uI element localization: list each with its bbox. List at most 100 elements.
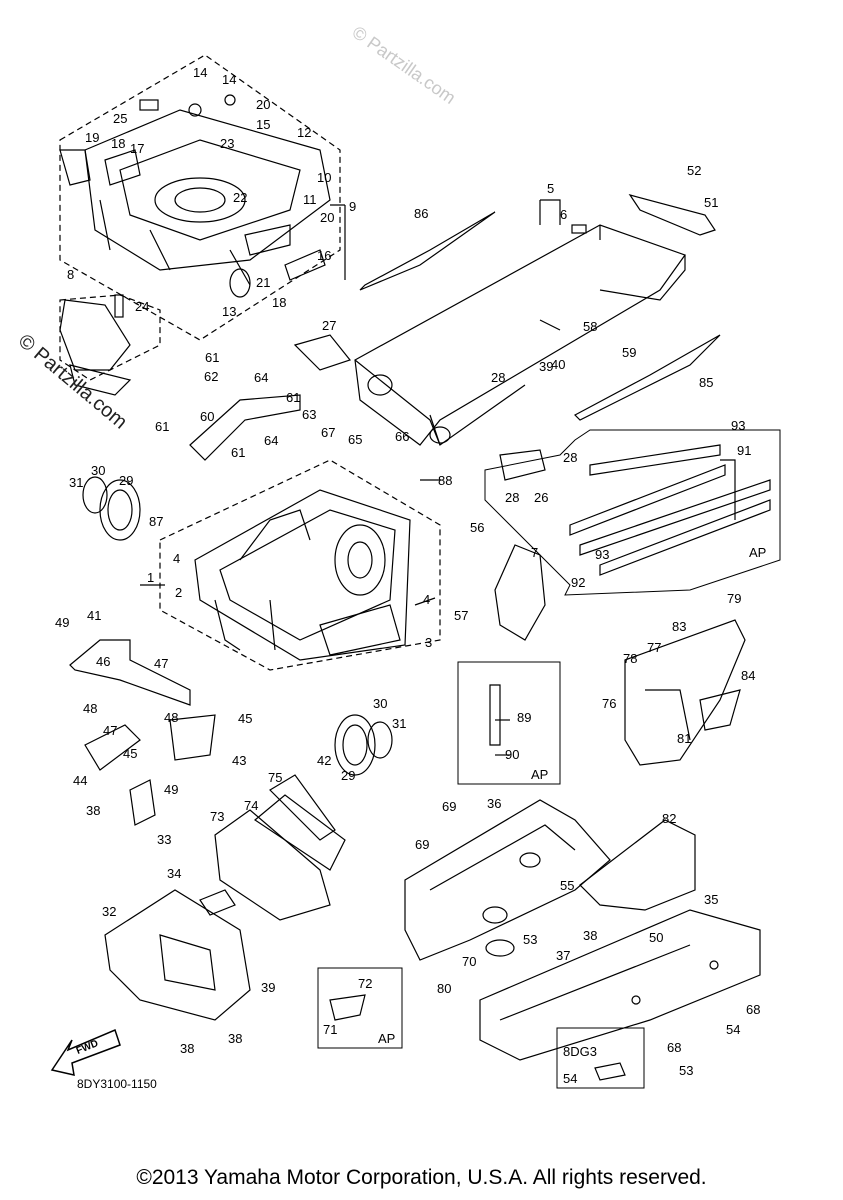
callout-92: 92 [571, 575, 586, 590]
callout-53: 53 [523, 932, 538, 947]
callout-77: 77 [647, 640, 662, 655]
callout-67: 67 [321, 425, 336, 440]
callout-89: 89 [517, 710, 532, 725]
callout-12: 12 [297, 125, 312, 140]
callout-76: 76 [602, 696, 617, 711]
callout-49: 49 [55, 615, 70, 630]
part-33-bracket [129, 779, 156, 826]
belly-pan-36 [404, 799, 611, 961]
variant-label: 8DG3 [563, 1044, 597, 1059]
ap-label-strap: AP [531, 767, 549, 782]
part-75-panel [269, 774, 336, 841]
callout-46: 46 [96, 654, 111, 669]
callout-48: 48 [83, 701, 98, 716]
callout-30: 30 [91, 463, 106, 478]
part-60-bracket [189, 394, 301, 461]
callout-57: 57 [454, 608, 469, 623]
fwd-arrow [50, 1028, 121, 1076]
callout-28c: 28 [505, 490, 520, 505]
callout-91: 91 [737, 443, 752, 458]
callout-61b: 61 [286, 390, 301, 405]
callout-39b: 39 [539, 359, 554, 374]
callout-71: 71 [323, 1022, 338, 1037]
callout-68: 68 [746, 1002, 761, 1017]
callout-74: 74 [244, 798, 259, 813]
part-44-plate [84, 724, 141, 771]
exploded-parts-diagram [50, 54, 781, 1089]
callout-24: 24 [135, 299, 150, 314]
callout-56: 56 [470, 520, 485, 535]
group-9-outline [59, 54, 341, 341]
callout-53b: 53 [679, 1063, 694, 1078]
callout-47b: 47 [103, 723, 118, 738]
callout-49b: 49 [164, 782, 179, 797]
callout-42: 42 [317, 753, 332, 768]
callout-63: 63 [302, 407, 317, 422]
callout-41: 41 [87, 608, 102, 623]
callout-17: 17 [130, 141, 145, 156]
callout-6: 6 [560, 207, 568, 222]
callout-55: 55 [560, 878, 575, 893]
callout-45: 45 [123, 746, 138, 761]
callout-78: 78 [623, 651, 638, 666]
callout-61d: 61 [231, 445, 246, 460]
main-frame-assembly [194, 489, 411, 661]
callout-18b: 18 [272, 295, 287, 310]
callout-65: 65 [348, 432, 363, 447]
callout-4b: 4 [423, 592, 431, 607]
callout-11: 11 [303, 192, 317, 207]
callout-61c: 61 [155, 419, 170, 434]
callout-20: 20 [256, 97, 271, 112]
part-8-bracket [59, 299, 131, 371]
callout-62: 62 [204, 369, 219, 384]
diagram-drawing [50, 54, 781, 1089]
part-70-ring [485, 939, 515, 957]
side-cover-35 [479, 909, 761, 1061]
callout-1: 1 [147, 570, 155, 585]
callout-45b: 45 [238, 711, 253, 726]
part-30-ring [82, 476, 108, 514]
part-41-handle [69, 639, 191, 706]
part-30-ring-lower [367, 721, 393, 759]
callout-27: 27 [322, 318, 337, 333]
part-85-strip [574, 334, 721, 421]
callout-68b: 68 [667, 1040, 682, 1055]
part-51-bracket [628, 194, 716, 236]
callout-10: 10 [317, 170, 332, 185]
callout-82: 82 [662, 811, 677, 826]
callout-38d: 38 [583, 928, 598, 943]
callout-79: 79 [727, 591, 742, 606]
copyright-notice: ©2013 Yamaha Motor Corporation, U.S.A. A… [136, 1166, 707, 1189]
callout-29: 29 [119, 473, 134, 488]
part-73-panel [214, 809, 331, 921]
callout-69b: 69 [415, 837, 430, 852]
callout-73: 73 [210, 809, 225, 824]
callout-39: 39 [261, 980, 276, 995]
callout-47: 47 [154, 656, 169, 671]
callout-29b: 29 [341, 768, 356, 783]
callout-3: 3 [425, 635, 433, 650]
callout-9: 9 [349, 199, 357, 214]
callout-37: 37 [556, 948, 571, 963]
ap-label-bracket: AP [378, 1031, 396, 1046]
callout-64b: 64 [264, 433, 279, 448]
callout-14: 14 [193, 65, 208, 80]
callout-52: 52 [687, 163, 702, 178]
part-82-panel [579, 819, 696, 911]
callout-36: 36 [487, 796, 502, 811]
callout-5: 5 [547, 181, 555, 196]
callout-38c: 38 [228, 1031, 243, 1046]
callout-4: 4 [173, 551, 181, 566]
callout-54: 54 [726, 1022, 741, 1037]
rail-set [569, 444, 771, 576]
callout-70: 70 [462, 954, 477, 969]
part-26-bracket [499, 449, 546, 481]
callout-59: 59 [622, 345, 637, 360]
callout-16: 16 [317, 248, 332, 263]
callout-43: 43 [232, 753, 247, 768]
callout-86: 86 [414, 206, 429, 221]
callout-93: 93 [731, 418, 746, 433]
callout-15: 15 [256, 117, 271, 132]
part-29-boot-lower [334, 714, 376, 776]
callout-66: 66 [395, 429, 410, 444]
